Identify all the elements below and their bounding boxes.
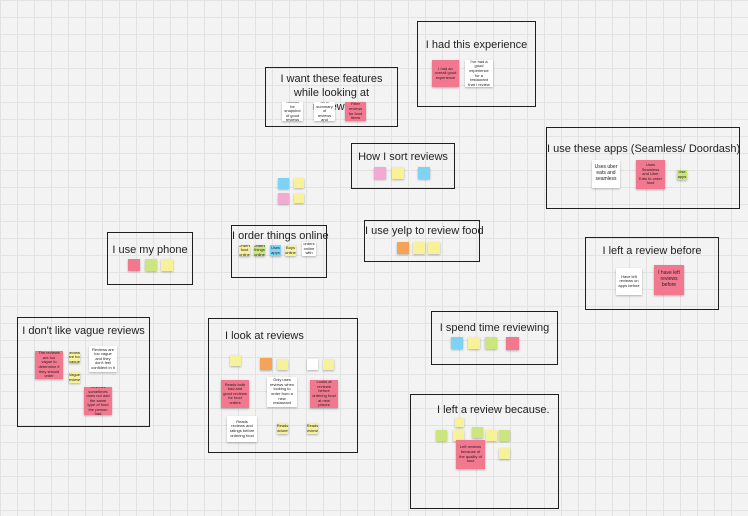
frame-sort-reviews[interactable]: How I sort reviews xyxy=(351,143,455,189)
sticky-note[interactable]: Uses apps xyxy=(270,245,281,256)
frame-title: I look at reviews xyxy=(225,330,304,342)
sticky-note[interactable]: Orders food online xyxy=(239,245,250,256)
sticky-note[interactable]: Left reviews because of the quality of f… xyxy=(456,440,485,469)
sticky-note[interactable]: I've had a good experience for a restaur… xyxy=(465,60,493,87)
frame-title: How I sort reviews xyxy=(358,151,448,163)
sticky-note[interactable] xyxy=(453,430,464,441)
sticky-note[interactable] xyxy=(294,178,304,188)
sticky-note[interactable]: Have left reviews on apps before xyxy=(616,268,642,295)
sticky-note[interactable] xyxy=(307,359,318,370)
sticky-note[interactable] xyxy=(397,242,409,254)
sticky-note[interactable]: Uses uber eats and seamless xyxy=(592,160,620,188)
sticky-note[interactable]: Buys online xyxy=(285,245,296,256)
sticky-note[interactable]: Filter reviews for food items xyxy=(345,102,366,121)
sticky-note[interactable] xyxy=(485,337,497,349)
frame-title: I spend time reviewing xyxy=(439,322,550,334)
frame-left-review-because[interactable]: I left a review because. Left reviews be… xyxy=(410,394,559,509)
sticky-note[interactable]: Reads both bad and good reviews for food… xyxy=(221,380,249,408)
frame-look-at-reviews[interactable]: I look at reviews Reads both bad and goo… xyxy=(208,318,358,453)
sticky-note[interactable]: Reads reviews xyxy=(307,423,318,434)
frame-use-yelp[interactable]: I use yelp to review food xyxy=(364,220,484,262)
frame-title: I order things online xyxy=(232,230,329,242)
sticky-note[interactable] xyxy=(260,358,272,370)
sticky-note[interactable] xyxy=(230,355,241,366)
sticky-note[interactable]: Should be snapshot of good reviews xyxy=(282,102,303,121)
sticky-note[interactable]: The reviews are too vague to determine i… xyxy=(35,351,63,379)
sticky-note[interactable] xyxy=(418,167,430,179)
sticky-note[interactable]: Looks at reviews before ordering food at… xyxy=(310,380,338,408)
frame-left-review-before[interactable]: I left a review before Have left reviews… xyxy=(585,237,719,310)
sticky-note[interactable] xyxy=(506,337,519,350)
frame-had-experience[interactable]: I had this experience I had an overall g… xyxy=(417,21,536,107)
sticky-note[interactable] xyxy=(499,448,510,459)
sticky-note[interactable] xyxy=(472,427,483,438)
sticky-note[interactable]: I have left reviews before xyxy=(654,265,684,295)
sticky-note[interactable]: Orders things online xyxy=(254,245,265,256)
sticky-note[interactable]: Vague reviews xyxy=(69,372,80,383)
sticky-note[interactable]: Reads pictures xyxy=(277,423,288,434)
frame-title: I use my phone xyxy=(112,244,188,256)
frame-title: I left a review because. xyxy=(437,404,550,416)
sticky-note[interactable] xyxy=(468,337,480,349)
frame-title: I left a review before xyxy=(602,245,702,257)
sticky-note[interactable]: Use apps xyxy=(677,170,687,180)
sticky-note[interactable] xyxy=(278,178,289,189)
frame-spend-time[interactable]: I spend time reviewing xyxy=(431,311,558,365)
frame-vague-reviews[interactable]: I don't like vague reviews The reviews a… xyxy=(17,317,150,427)
frame-title: I use yelp to review food xyxy=(365,225,484,237)
sticky-note[interactable] xyxy=(455,418,464,427)
sticky-note[interactable] xyxy=(451,337,463,349)
sticky-note[interactable] xyxy=(278,193,289,204)
sticky-note[interactable]: Reviews sometimes does not add the same … xyxy=(84,387,112,415)
frame-use-apps[interactable]: I use these apps (Seamless/ Doordash) Us… xyxy=(546,127,740,209)
frame-use-phone[interactable]: I use my phone xyxy=(107,232,193,285)
sticky-note[interactable]: I had an overall good experience xyxy=(432,60,459,87)
sticky-note[interactable] xyxy=(145,259,157,271)
sticky-note[interactable] xyxy=(161,259,173,271)
sticky-note[interactable] xyxy=(294,193,304,203)
sticky-note[interactable]: Reviews are too vague and they don't fee… xyxy=(89,346,117,372)
sticky-note[interactable]: Looking for a summary of reviews and rat… xyxy=(314,102,335,121)
sticky-note[interactable]: Uses Seamless and Uber Eats to order foo… xyxy=(636,160,665,189)
frame-title: I don't like vague reviews xyxy=(22,325,145,337)
sticky-note[interactable] xyxy=(413,242,425,254)
frame-title: I use these apps (Seamless/ Doordash) xyxy=(547,143,741,155)
sticky-note[interactable]: Reads reviews and ratings before orderin… xyxy=(227,416,257,442)
sticky-note[interactable] xyxy=(128,259,140,271)
sticky-note[interactable] xyxy=(436,430,447,441)
sticky-note[interactable] xyxy=(323,359,334,370)
sticky-note[interactable]: Only uses reviews when looking to order … xyxy=(267,377,297,407)
sticky-note[interactable]: Mostly orders online with food xyxy=(302,242,316,256)
sticky-note[interactable] xyxy=(277,359,288,370)
frame-order-online[interactable]: I order things online Orders food online… xyxy=(231,225,329,278)
sticky-note[interactable] xyxy=(374,167,386,179)
sticky-note[interactable]: Reviews are too vague xyxy=(69,352,80,363)
sticky-note[interactable] xyxy=(486,430,497,441)
frame-title: I had this experience xyxy=(425,39,528,51)
sticky-note[interactable] xyxy=(499,430,510,441)
sticky-note[interactable] xyxy=(428,242,440,254)
sticky-note[interactable] xyxy=(392,167,404,179)
frame-want-features[interactable]: I want these features while looking at r… xyxy=(265,67,398,127)
